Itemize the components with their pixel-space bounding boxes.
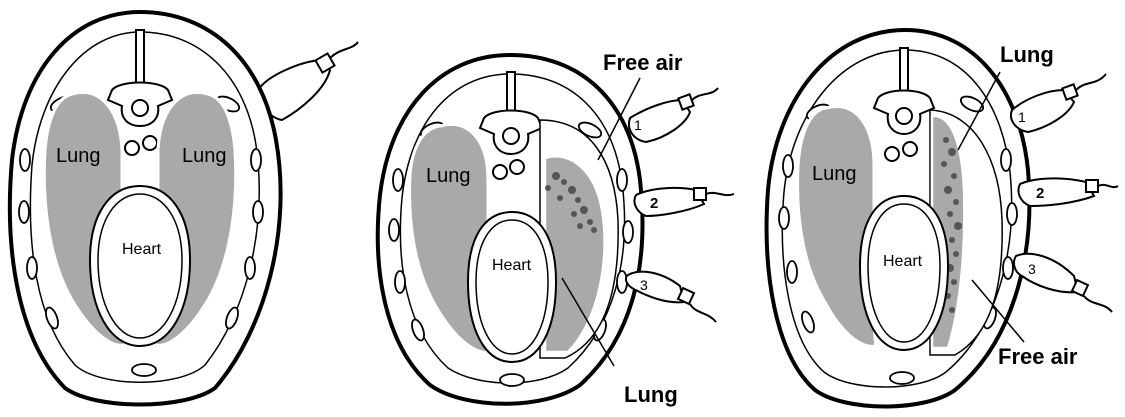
heart-shape — [860, 196, 948, 350]
probe-icon: 3 — [626, 272, 716, 322]
probe-number-3: 3 — [640, 277, 648, 293]
probe-icon: 1 — [629, 88, 718, 142]
lung-label-top: Lung — [1000, 42, 1054, 67]
probe-icon: 2 — [634, 188, 734, 216]
free-air-label: Free air — [603, 50, 683, 75]
panel-pneumothorax-b: 1 2 3 Lung Heart Lung Free air — [767, 30, 1118, 407]
lung-label-right: Lung — [182, 145, 227, 167]
probe-icon — [258, 42, 358, 120]
probe-number-3: 3 — [1028, 261, 1036, 277]
lung-label-bottom: Lung — [624, 382, 678, 407]
free-air-label: Free air — [998, 344, 1078, 369]
probe-number-2: 2 — [650, 195, 658, 212]
probe-number-2: 2 — [1036, 185, 1044, 202]
probe-number-1: 1 — [634, 117, 642, 133]
probe-icon: 3 — [1014, 254, 1112, 312]
heart-shape — [468, 212, 556, 362]
probe-icon: 2 — [1018, 178, 1118, 206]
heart-shape — [90, 186, 190, 346]
heart-label: Heart — [883, 253, 923, 270]
probe-icon: 1 — [1011, 74, 1106, 132]
heart-label: Heart — [122, 241, 162, 258]
heart-label: Heart — [492, 257, 532, 274]
panel-normal-chest: Lung Lung Heart — [10, 12, 358, 405]
lung-label-left: Lung — [812, 163, 857, 185]
probe-number-1: 1 — [1018, 109, 1026, 125]
lung-label-left: Lung — [56, 145, 101, 167]
lung-label-left: Lung — [426, 165, 471, 187]
panel-pneumothorax-a: 1 2 3 Lung Heart Free air Lung — [378, 50, 734, 407]
